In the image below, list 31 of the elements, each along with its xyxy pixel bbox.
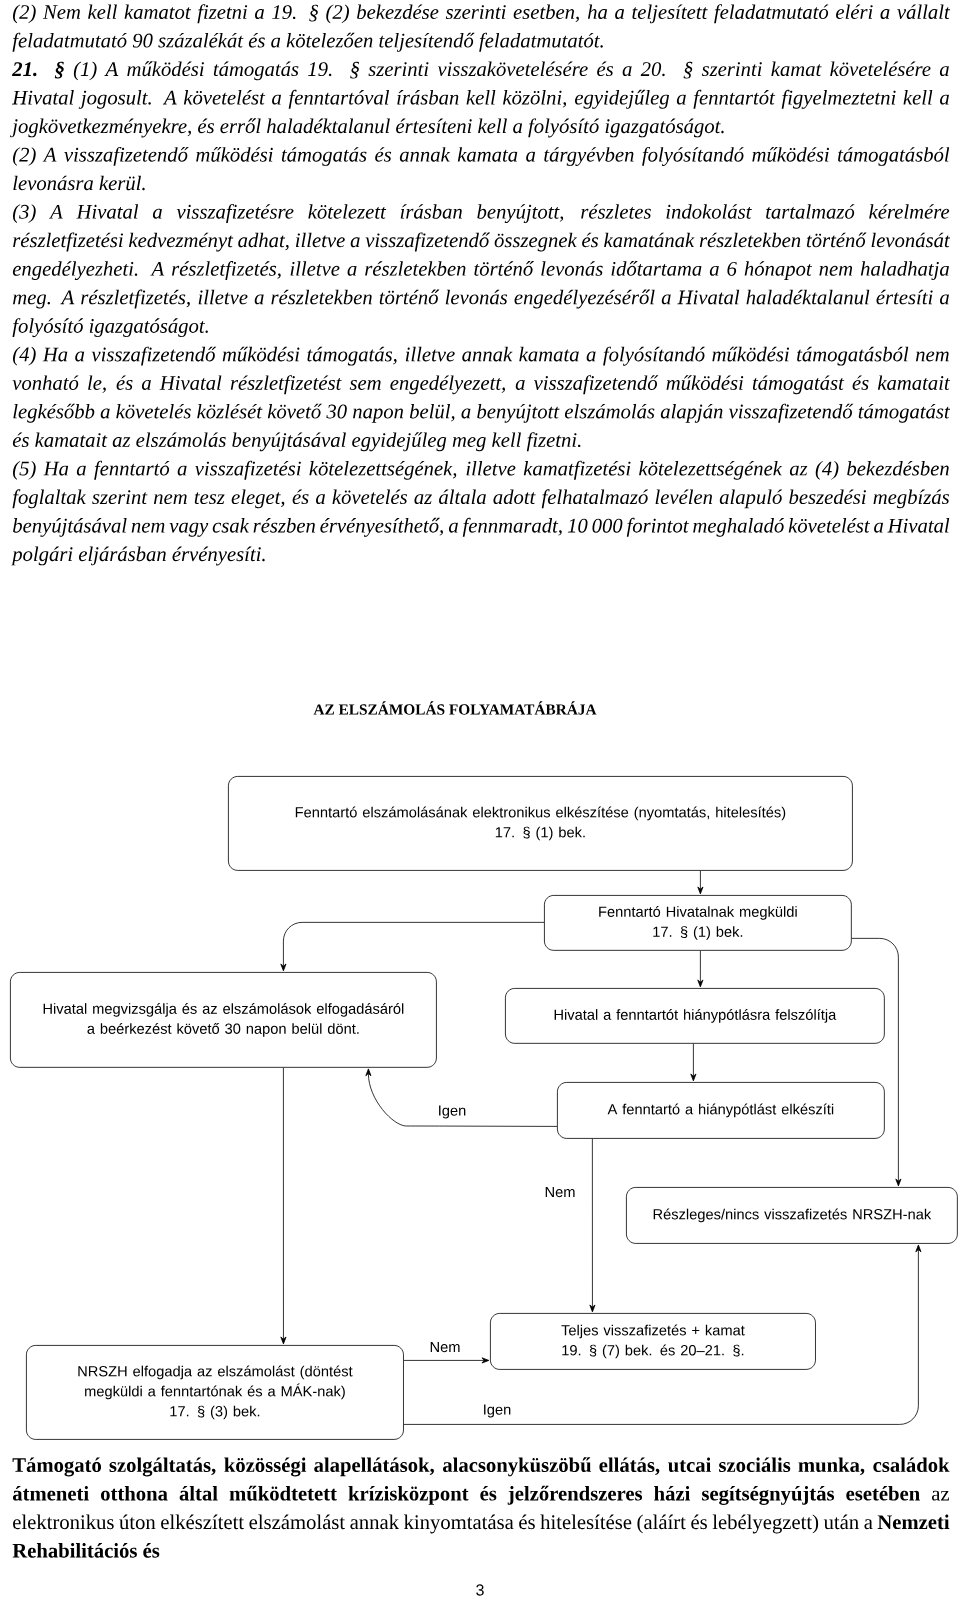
page-number: 3 [476,1584,484,1596]
paragraph: (5) Ha a fenntartó a visszafizetési kötelezettségének, illetve kamatfizetési kötelezettségének az (4) bekezdésben foglaltak szerint nem tesz eleget, és a követelés az általa adott felhatalmazó levélen alapuló beszedési megbízás benyújtásával nem vagy csak részben érvényesíthető, a fennmaradt, 10 000 forintot meghaladó követelést a Hivatal polgári eljárásban érvényesíti. [11,460,950,566]
heading: AZ ELSZÁMOLÁS FOLYAMATÁBRÁJA [313,701,597,715]
process-box: Fenntartó elszámolásának elektronikus elkészítése (nyomtatás, hitelesítés) 17. § (1) bek. [228,776,853,871]
process-box: Hivatal a fenntartót hiánypótlásra felszólítja [505,988,885,1044]
arrow [365,1068,558,1127]
arrow [697,950,704,988]
edge-label: Nem [427,1339,463,1355]
process-box: Részleges/nincs visszafizetés NRSZH-nak [626,1187,958,1244]
arrow [589,1138,596,1313]
arrow [280,1067,287,1345]
edge-label: Igen [480,1402,514,1420]
process-box: A fenntartó a hiánypótlást elkészíti [557,1082,885,1139]
paragraph: 21. § (1) A működési támogatás 19. § szerinti visszakövetelésére és a 20. § szerinti kamat követelésére a Hivatal jogosult. A követelést a fenntartóval írásban kell közölni, egyidejűleg a fenntartót figyelmeztetni kell a jogkövetkezményekre, és erről haladéktalanul értesíteni kell a folyósító igazgatóságot. [10,61,949,138]
paragraph: (2) A visszafizetendő működési támogatás és annak kamata a tárgyévben folyósítandó működési támogatásból levonásra kerül. [13,146,950,191]
arrow [403,1244,922,1425]
paragraph: (4) Ha a visszafizetendő működési támogatás, illetve annak kamata a folyósítandó működési támogatásból nem vonható le, és a Hivatal részletfizetést sem engedélyezett, a visszafizetendő működési támogatást és kamatait legkésőbb a követelés közlését követő 30 napon belül, a benyújtott elszámolás alapján visszafizetendő támogatást és kamatait az elszámolás benyújtásával egyidejűleg meg kell fizetni. [12,346,951,452]
process-box: Fenntartó Hivatalnak megküldi 17. § (1) bek. [544,895,852,951]
edge-label: Nem [542,1184,578,1200]
process-box: NRSZH elfogadja az elszámolást (döntést megküldi a fenntartónak és a MÁK-nak) 17. § (3) bek. [26,1345,404,1440]
arrow [851,937,902,1187]
paragraph: (2) Nem kell kamatot fizetni a 19. § (2) bekezdése szerinti esetben, ha a teljesített feladatmutató eléri a vállalt feladatmutató 90 százalékát és a kötelezően teljesítendő feladatmutatót. [12,4,951,52]
process-box: Teljes visszafizetés + kamat 19. § (7) bek. és 20–21. §. [490,1313,816,1370]
arrow [280,921,545,972]
edge-label: Igen [435,1103,469,1121]
arrow [697,870,704,895]
process-box: Hivatal megvizsgálja és az elszámolások elfogadásáról a beérkezést követő 30 napon belül dönt. [10,972,437,1068]
arrow [690,1043,697,1082]
arrow [403,1357,490,1364]
paragraph: (3) A Hivatal a visszafizetésre kötelezett írásban benyújtott, részletes indokolást tartalmazó kérelmére részletfizetési kedvezményt adhat, illetve a visszafizetendő összegnek és kamatának részletekben történő levonását engedélyezheti. A részletfizetés, illetve a részletekben történő levonás időtartama a 6 hónapot nem haladhatja meg. A részletfizetés, illetve a részletekben történő levonás engedélyezéséről a Hivatal haladéktalanul értesíti a folyósító igazgatóságot. [12,204,951,338]
paragraph: Támogató szolgáltatás, közösségi alapellátások, alacsonyküszöbű ellátás, utcai szociális munka, családok átmeneti otthona által működtetett krízisközpont és jelzőrendszeres házi segítségnyújtás esetében az elektronikus úton elkészített elszámolást annak kinyomtatása és hitelesítése (aláírt és lebélyegzett) után a Nemzeti Rehabilitációs és [12,1457,950,1558]
